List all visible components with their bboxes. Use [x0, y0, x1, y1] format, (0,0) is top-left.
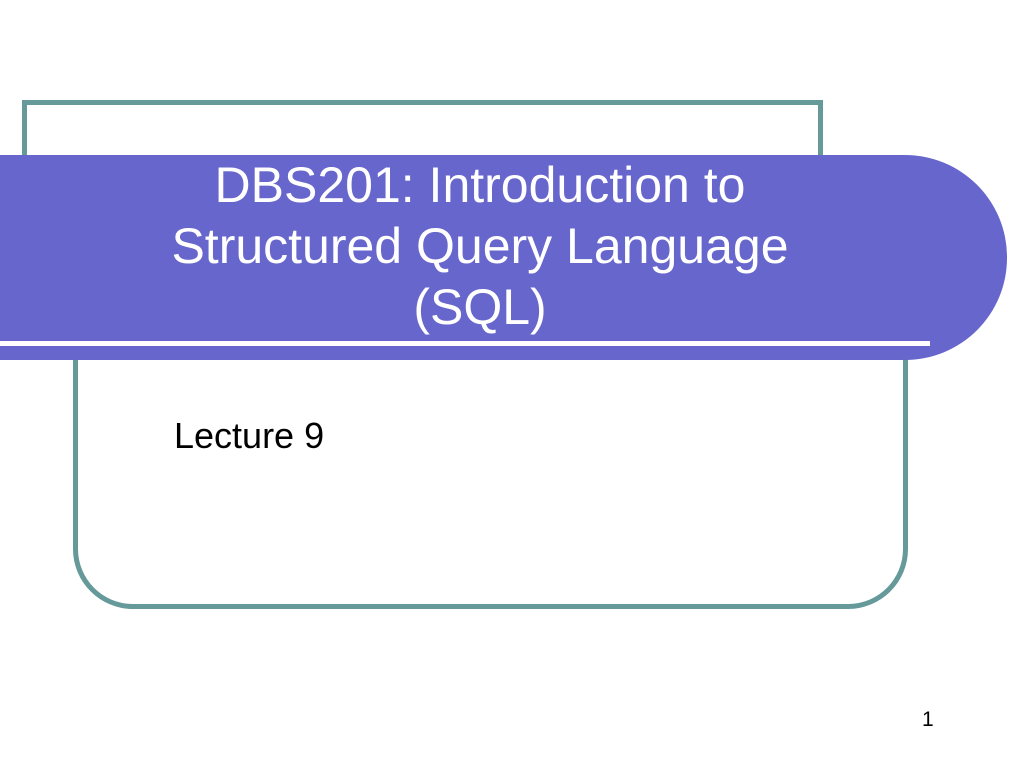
- page-number: 1: [922, 708, 934, 731]
- title-banner: [0, 155, 1007, 360]
- decorative-frame-top: [22, 100, 823, 180]
- slide-title: DBS201: Introduction to Structured Query…: [60, 155, 900, 338]
- title-line-2: Structured Query Language: [171, 218, 789, 274]
- decorative-frame-bottom: [73, 330, 908, 609]
- title-line-3: (SQL): [413, 279, 547, 335]
- banner-underline: [0, 341, 930, 346]
- title-line-1: DBS201: Introduction to: [214, 157, 746, 213]
- slide-subtitle: Lecture 9: [174, 415, 325, 456]
